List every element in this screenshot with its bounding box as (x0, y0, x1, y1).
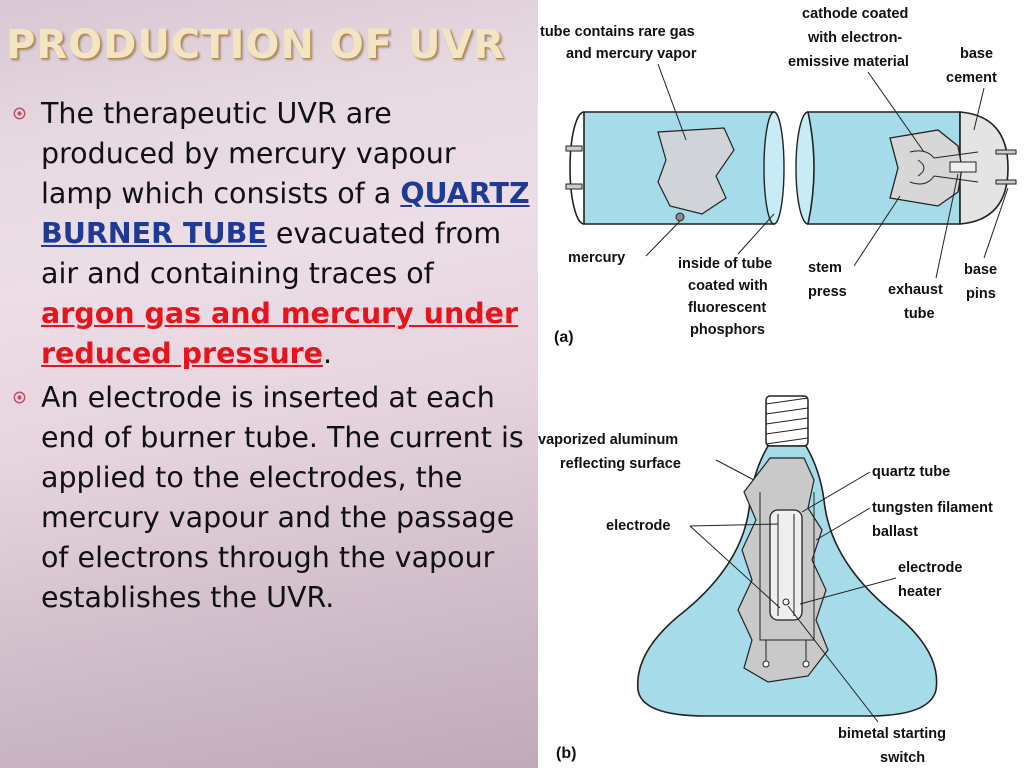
label-cathode: emissive material (788, 54, 909, 70)
bullet-circle-icon (13, 107, 26, 120)
bullet-text: An electrode is inserted at each end of … (41, 381, 524, 614)
figure-panel: tube contains rare gas and mercury vapor… (538, 0, 1024, 768)
left-pin (565, 183, 583, 190)
bimetal-switch (782, 598, 790, 606)
bullet-text-part: evacuated from air and containing traces… (41, 217, 502, 290)
diagram-a-label: (a) (554, 329, 574, 346)
fluorescent-tube-diagram: tube contains rare gas and mercury vapor… (540, 6, 1017, 346)
bullet-item: The therapeutic UVR are produced by merc… (10, 94, 534, 374)
bullet-list: The therapeutic UVR are produced by merc… (10, 94, 534, 622)
mercury-vapour-bulb-diagram: vaporized aluminum reflecting surface qu… (538, 395, 993, 766)
label-rare-gas: and mercury vapor (566, 46, 697, 62)
label-exhaust-tube: tube (904, 306, 935, 322)
label-stem-press: press (808, 284, 847, 300)
tube-break-left (763, 111, 785, 225)
stem-press (889, 129, 963, 207)
base-cap (959, 111, 1009, 225)
label-cathode: cathode coated (802, 6, 908, 22)
base-pin (995, 149, 1017, 155)
label-bimetal-switch: bimetal starting (838, 726, 946, 742)
mercury-droplet (675, 212, 685, 222)
label-phosphor-coating: phosphors (690, 322, 765, 338)
label-cathode: with electron- (807, 30, 902, 46)
label-electrode-heater: heater (898, 584, 942, 600)
label-base-pins: pins (966, 286, 996, 302)
label-quartz-tube: quartz tube (872, 464, 950, 480)
label-tungsten-filament: tungsten filament (872, 500, 993, 516)
label-vaporized-aluminum: vaporized aluminum (538, 432, 678, 448)
argon-mercury-highlight: argon gas and mercury under reduced pres… (41, 297, 519, 370)
label-vaporized-aluminum: reflecting surface (560, 456, 681, 472)
label-base-pins: base (964, 262, 997, 278)
lamp-diagrams: tube contains rare gas and mercury vapor… (538, 6, 1017, 766)
diagram-b-label: (b) (556, 745, 576, 762)
label-ballast: ballast (872, 524, 918, 540)
slide-title: PRODUCTION OF UVR (6, 22, 506, 68)
label-base-cement: cement (946, 70, 997, 86)
label-phosphor-coating: fluorescent (688, 300, 766, 316)
phosphor-cutaway (657, 127, 735, 215)
label-exhaust-tube: exhaust (888, 282, 943, 298)
text-panel: PRODUCTION OF UVR The therapeutic UVR ar… (0, 0, 538, 768)
bullet-text-part: . (323, 337, 333, 370)
bullet-item: An electrode is inserted at each end of … (10, 378, 534, 618)
support-frame (759, 492, 815, 641)
label-mercury: mercury (568, 250, 625, 266)
label-phosphor-coating: coated with (688, 278, 768, 294)
bullet-circle-icon (13, 391, 26, 404)
label-electrode-heater: electrode (898, 560, 962, 576)
label-phosphor-coating: inside of tube (678, 256, 772, 272)
label-stem-press: stem (808, 260, 842, 276)
quartz-burner-tube-highlight: QUARTZ BURNER TUBE (41, 177, 530, 250)
label-rare-gas: tube contains rare gas (540, 24, 695, 40)
left-pin (565, 145, 583, 152)
base-pin (995, 179, 1017, 185)
label-bimetal-switch: switch (880, 750, 925, 766)
exhaust-tube (949, 161, 977, 173)
bullet-text-part: The therapeutic UVR are produced by merc… (41, 97, 456, 210)
label-base-cement: base (960, 46, 993, 62)
cathode-filament (917, 159, 925, 177)
label-electrode: electrode (606, 518, 670, 534)
